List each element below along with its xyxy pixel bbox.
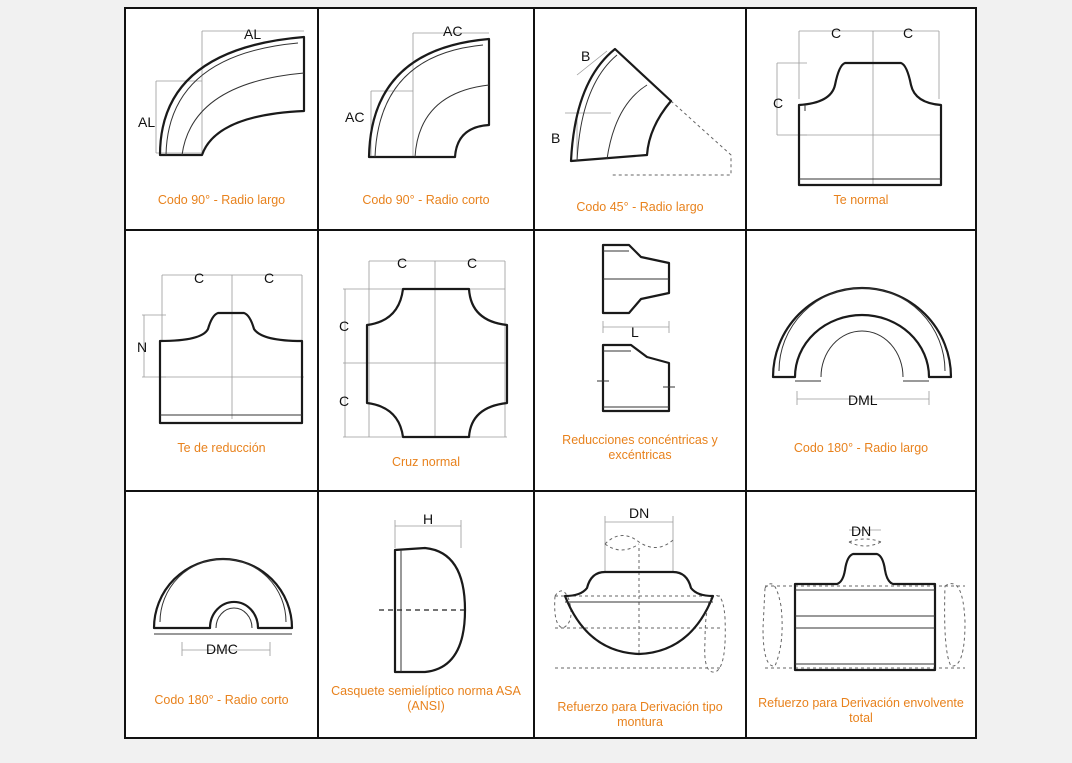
- caption-codo-90-radio-largo: Codo 90° - Radio largo: [157, 193, 286, 207]
- te-normal-drawing: C C C: [773, 25, 943, 187]
- cell-te-normal: C C C Te normal: [745, 7, 977, 231]
- cell-refuerzo-envolvente: DN Refuerzo para Derivación envolvente t…: [745, 490, 977, 739]
- dim-label-dn-1: DN: [629, 505, 649, 521]
- casquete-drawing: H: [379, 511, 469, 674]
- dim-label-c-8: C: [339, 318, 349, 334]
- dim-label-c-2: C: [903, 25, 913, 41]
- caption-refuerzo-envolvente: Refuerzo para Derivación envolvente tota…: [758, 696, 964, 725]
- cell-casquete-semieliptico: H Casquete semielíptico norma ASA (ANSI): [317, 490, 535, 739]
- dim-label-dml: DML: [848, 392, 878, 408]
- caption-codo-90-radio-corto: Codo 90° - Radio corto: [362, 193, 490, 207]
- cell-te-de-reduccion: C C N Te de reducción: [124, 229, 319, 492]
- codo-180-corto-drawing: DMC: [152, 557, 294, 657]
- dim-label-n: N: [137, 339, 147, 355]
- cell-codo-180-radio-largo: DML Codo 180° - Radio largo: [745, 229, 977, 492]
- caption-codo-180-radio-largo: Codo 180° - Radio largo: [793, 441, 929, 455]
- codo-90-corto-drawing: AC AC: [345, 23, 491, 159]
- dim-label-al-left: AL: [138, 114, 155, 130]
- refuerzo-montura-drawing: DN: [554, 505, 726, 673]
- dim-label-c-3: C: [773, 95, 783, 111]
- dim-label-c-1: C: [831, 25, 841, 41]
- caption-refuerzo-montura: Refuerzo para Derivación tipo montura: [557, 700, 723, 729]
- dim-label-c-6: C: [397, 255, 407, 271]
- dim-label-c-4: C: [194, 270, 204, 286]
- codo-90-largo-drawing: AL AL: [138, 26, 306, 157]
- codo-45-largo-drawing: B B: [551, 47, 732, 176]
- cell-reducciones: L Reducciones concéntricas y excéntricas: [533, 229, 747, 492]
- dim-label-ac-left: AC: [345, 109, 364, 125]
- dim-label-l: L: [631, 324, 639, 340]
- dim-label-ac-top: AC: [443, 23, 462, 39]
- dim-label-b-top: B: [581, 48, 590, 64]
- dim-label-c-9: C: [339, 393, 349, 409]
- cell-refuerzo-montura: DN Refuerzo para Derivación tipo montura: [533, 490, 747, 739]
- caption-te-de-reduccion: Te de reducción: [177, 441, 266, 455]
- codo-180-largo-drawing: DML: [771, 286, 953, 408]
- dim-label-dmc: DMC: [206, 641, 238, 657]
- reducciones-drawing: L: [597, 243, 675, 413]
- fittings-grid: AL AL Codo 90° - Radio largo AC AC Codo …: [124, 7, 977, 739]
- caption-casquete-semieliptico: Casquete semielíptico norma ASA (ANSI): [331, 684, 521, 713]
- cell-codo-45-radio-largo: B B Codo 45° - Radio largo: [533, 7, 747, 231]
- te-reduccion-drawing: C C N: [137, 270, 304, 425]
- dim-label-b-left: B: [551, 130, 560, 146]
- cruz-normal-drawing: C C C C: [339, 255, 509, 439]
- dim-label-al-top: AL: [244, 26, 261, 42]
- dim-label-c-7: C: [467, 255, 477, 271]
- caption-te-normal: Te normal: [833, 193, 889, 207]
- cell-cruz-normal: C C C C Cruz normal: [317, 229, 535, 492]
- dim-label-dn-2: DN: [851, 523, 871, 539]
- dim-label-c-5: C: [264, 270, 274, 286]
- caption-codo-45-radio-largo: Codo 45° - Radio largo: [576, 200, 704, 214]
- caption-reducciones: Reducciones concéntricas y excéntricas: [562, 433, 718, 462]
- cell-codo-90-radio-largo: AL AL Codo 90° - Radio largo: [124, 7, 319, 231]
- caption-cruz-normal: Cruz normal: [391, 455, 461, 469]
- cell-codo-180-radio-corto: DMC Codo 180° - Radio corto: [124, 490, 319, 739]
- cell-codo-90-radio-corto: AC AC Codo 90° - Radio corto: [317, 7, 535, 231]
- caption-codo-180-radio-corto: Codo 180° - Radio corto: [154, 693, 289, 707]
- dim-label-h: H: [423, 511, 433, 527]
- refuerzo-envolvente-drawing: DN: [762, 523, 966, 672]
